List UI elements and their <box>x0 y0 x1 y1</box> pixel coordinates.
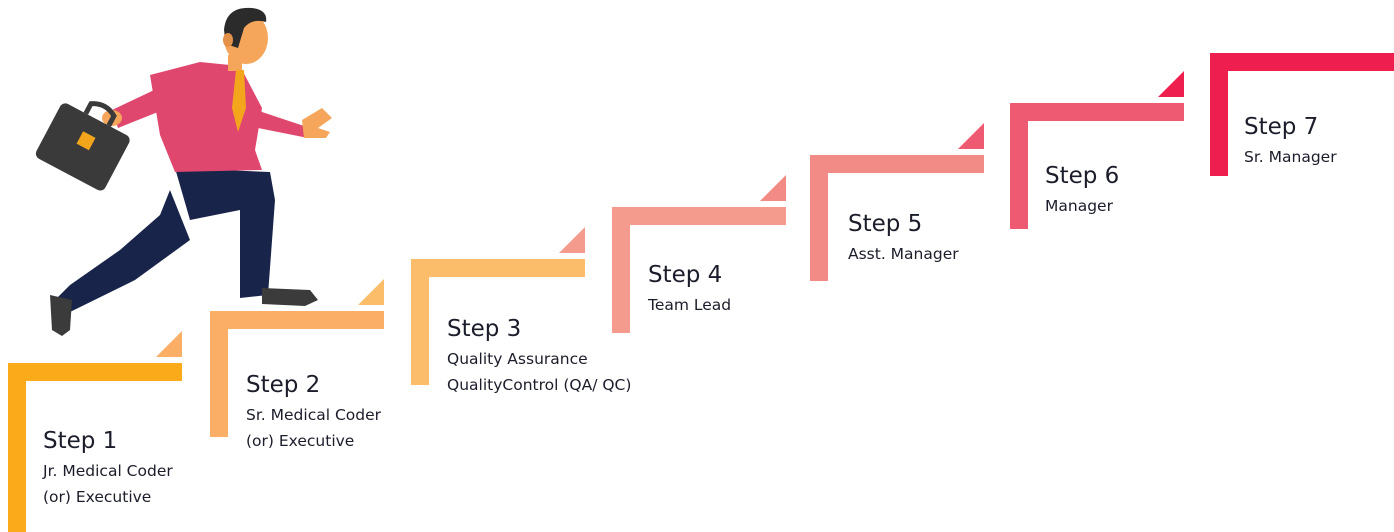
briefcase-icon <box>35 101 130 191</box>
step-5-desc-line-1: Asst. Manager <box>848 245 959 263</box>
step-4-arrow-accent <box>559 227 585 253</box>
briefcase-clasp <box>76 131 96 151</box>
step-4-stair <box>559 207 786 333</box>
step-7-title: Step 7 <box>1244 114 1319 140</box>
step-5-stair <box>760 155 984 281</box>
step-4-desc-line-1: Team Lead <box>648 296 732 314</box>
front-leg <box>175 168 275 298</box>
ear <box>223 33 233 47</box>
necktie <box>232 70 246 132</box>
step-4-title: Step 4 <box>648 262 723 288</box>
step-6-desc-line-1: Manager <box>1045 197 1113 215</box>
hair <box>224 7 267 48</box>
step-1-title: Step 1 <box>43 428 118 454</box>
step-6-stair <box>958 103 1184 229</box>
step-7-bracket <box>1210 53 1394 176</box>
step-2-bracket <box>210 311 384 437</box>
back-leg <box>55 190 190 312</box>
step-5-arrow-accent <box>760 175 786 201</box>
briefcase-handle <box>83 101 117 127</box>
step-3-desc-line-2: QualityControl (QA/ QC) <box>447 376 632 394</box>
step-2-arrow-accent <box>156 331 182 357</box>
step-2-stair <box>156 311 384 437</box>
step-7-desc-line-1: Sr. Manager <box>1244 148 1337 166</box>
step-3-stair <box>358 259 585 385</box>
step-6-title: Step 6 <box>1045 163 1120 189</box>
step-4-bracket <box>612 207 786 333</box>
step-1-bracket <box>8 363 182 532</box>
back-arm <box>112 82 182 128</box>
torso-shirt <box>150 62 262 172</box>
step-3-desc-line-1: Quality Assurance <box>447 350 588 368</box>
step-1-desc-line-2: (or) Executive <box>43 488 152 506</box>
step-2-desc-line-2: (or) Executive <box>246 432 355 450</box>
front-hand <box>302 108 332 138</box>
step-5-title: Step 5 <box>848 211 923 237</box>
step-2-title: Step 2 <box>246 372 321 398</box>
step-7-stair <box>1158 53 1394 176</box>
step-1-stair <box>8 363 182 532</box>
step-1-desc-line-1: Jr. Medical Coder <box>43 462 173 480</box>
step-2-desc-line-1: Sr. Medical Coder <box>246 406 382 424</box>
back-shoe <box>50 295 72 336</box>
step-3-title: Step 3 <box>447 316 522 342</box>
step-6-bracket <box>1010 103 1184 229</box>
front-shoe <box>262 288 318 306</box>
step-6-arrow-accent <box>958 123 984 149</box>
businessman-climbing-icon <box>35 7 332 336</box>
step-7-arrow-accent <box>1158 71 1184 97</box>
step-3-bracket <box>411 259 585 385</box>
step-3-arrow-accent <box>358 279 384 305</box>
step-5-bracket <box>810 155 984 281</box>
